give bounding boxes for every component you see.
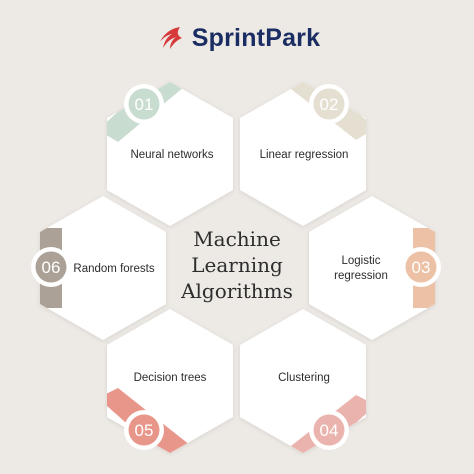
item-label: Decision trees [134, 372, 207, 384]
item-label-line1: Logistic [342, 255, 381, 267]
item-label: Clustering [278, 372, 330, 384]
hexagon-item-02: 02 Linear regression [240, 82, 366, 226]
center-title-line3: Algorithms [180, 279, 293, 303]
hexagon-item-06: 06 Random forests [31, 196, 166, 340]
item-label: Neural networks [130, 149, 213, 161]
item-number: 04 [320, 421, 339, 440]
hexagon-item-04: 04 Clustering [240, 309, 366, 453]
brand-name: SprintPark [191, 23, 321, 52]
hexagon-item-01: 01 Neural networks [107, 82, 233, 226]
center-title-line1: Machine [193, 227, 281, 251]
hexagon-item-03: 03 Logistic regression [309, 196, 441, 340]
item-number: 03 [412, 258, 431, 277]
item-number: 05 [135, 421, 154, 440]
hexagon-item-05: 05 Decision trees [107, 309, 233, 453]
brand-header: SprintPark [0, 18, 474, 58]
item-label-line2: regression [334, 270, 388, 282]
winged-flame-logo-icon [159, 27, 182, 49]
center-title: Machine Learning Algorithms [180, 227, 293, 303]
item-number: 02 [320, 95, 339, 114]
center-title-line2: Learning [191, 253, 283, 277]
item-label: Random forests [73, 263, 154, 275]
item-number: 06 [42, 258, 61, 277]
item-label: Linear regression [260, 149, 349, 161]
item-number: 01 [135, 95, 154, 114]
